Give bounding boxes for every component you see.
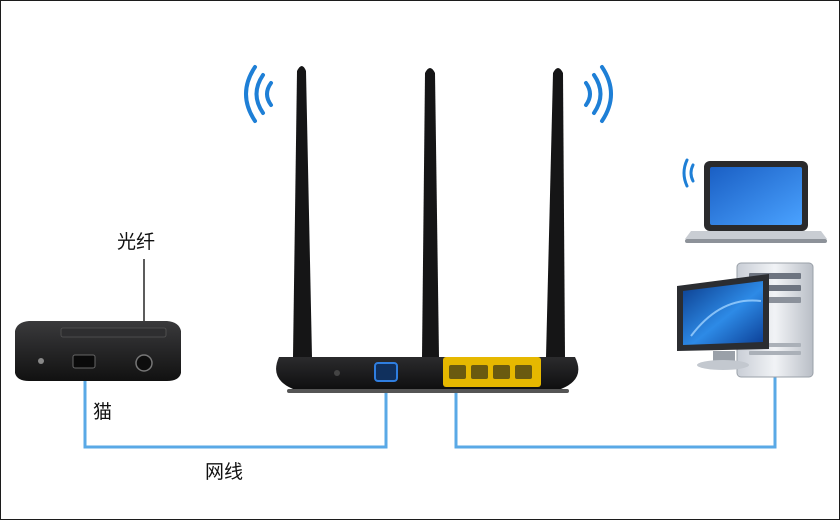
laptop-wifi-icon [682, 158, 695, 188]
cable-label: 网线 [205, 461, 244, 483]
modem-label: 猫 [93, 401, 113, 423]
desktop-computer-icon [677, 262, 814, 378]
fiber-label: 光纤 [117, 231, 156, 253]
wireless-router-icon [276, 357, 579, 393]
wifi-waves-icon [244, 65, 613, 123]
cable-modem-to-router [83, 363, 388, 449]
router-antennas [293, 66, 565, 357]
modem-icon [15, 321, 181, 381]
laptop-icon [685, 161, 827, 243]
cable-router-to-pc [454, 363, 777, 449]
